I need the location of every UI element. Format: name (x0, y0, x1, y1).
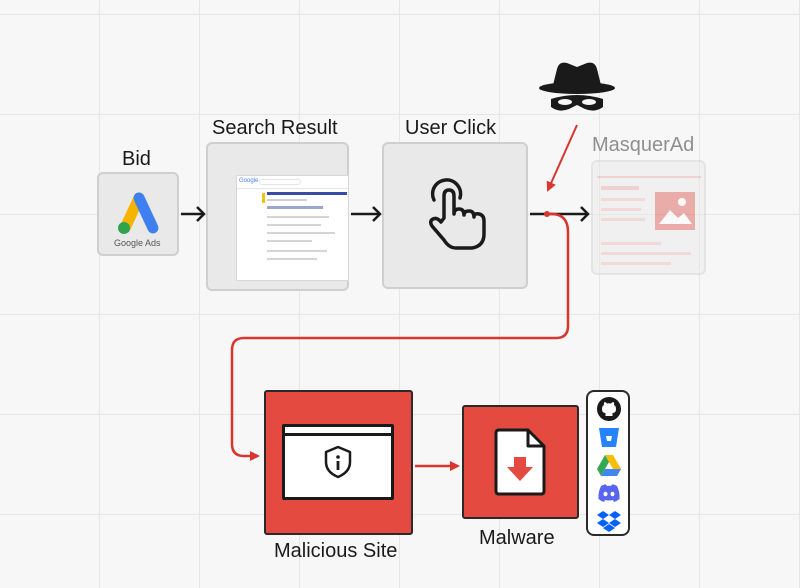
masquerad-card (591, 160, 706, 275)
bid-label: Bid (122, 148, 151, 170)
hand-pointer-icon (428, 178, 486, 250)
arrow-hacker-intercept (546, 124, 578, 192)
google-logo-text: Google (239, 178, 259, 184)
file-download-icon (494, 428, 546, 496)
google-ads-card: Google Ads (97, 172, 179, 256)
malicious-site-card (264, 390, 413, 535)
ad-marker (262, 193, 265, 203)
malware-card (462, 405, 579, 519)
google-ads-logo-icon (118, 192, 159, 234)
bitbucket-icon (599, 428, 619, 447)
google-drive-icon (597, 455, 621, 476)
user-click-card (382, 142, 528, 289)
search-result-page-preview: Google (236, 175, 349, 281)
user-click-label: User Click (405, 117, 497, 139)
google-ads-caption: Google Ads (114, 238, 161, 248)
arrow-search-to-click (351, 206, 382, 222)
spy-hat-mask-icon (539, 62, 615, 111)
hosting-services-panel (586, 390, 630, 536)
malicious-site-browser-window (282, 424, 394, 500)
discord-icon (598, 484, 620, 502)
shield-info-icon (324, 445, 352, 479)
github-icon (597, 397, 621, 421)
search-result-card: Google (206, 142, 349, 291)
malicious-site-label: Malicious Site (274, 540, 398, 562)
arrow-bid-to-search (181, 206, 206, 222)
dropbox-icon (597, 511, 621, 532)
redirect-path (230, 211, 570, 461)
masquerad-image-icon (655, 192, 695, 230)
search-box (259, 179, 301, 185)
malware-label: Malware (479, 527, 555, 549)
ad-result-title (267, 192, 347, 195)
masquerad-label: MasquerAd (592, 134, 695, 156)
search-result-label: Search Result (212, 117, 338, 139)
